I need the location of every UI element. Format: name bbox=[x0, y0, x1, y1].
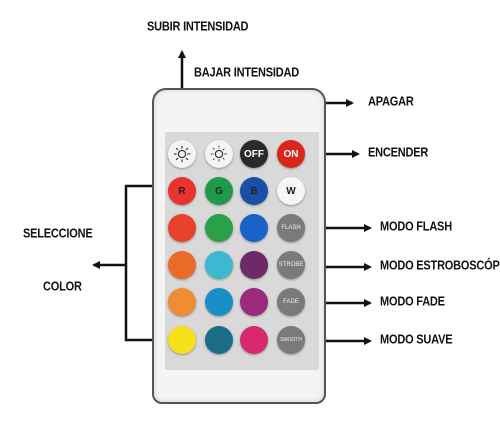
white-button[interactable]: W bbox=[277, 177, 305, 205]
w-label: W bbox=[286, 185, 296, 197]
fade-button-label: FADE bbox=[283, 299, 299, 305]
b-label: B bbox=[250, 185, 258, 197]
on-button[interactable]: ON bbox=[277, 140, 305, 168]
sun-brightness-up-icon bbox=[173, 145, 191, 163]
label-encender: ENCENDER bbox=[368, 146, 429, 160]
label-fade: MODO FADE bbox=[380, 295, 445, 309]
fade-button[interactable]: FADE bbox=[277, 288, 305, 316]
color-bracket bbox=[124, 184, 168, 342]
color-button[interactable] bbox=[205, 326, 233, 354]
g-label: G bbox=[215, 185, 223, 197]
color-button[interactable] bbox=[168, 326, 196, 354]
color-button[interactable] bbox=[240, 288, 268, 316]
color-button[interactable] bbox=[168, 288, 196, 316]
color-button[interactable] bbox=[240, 326, 268, 354]
smooth-button[interactable]: SMOOTH bbox=[277, 326, 305, 354]
label-subir: SUBIR INTENSIDAD bbox=[147, 20, 249, 34]
flash-button[interactable]: FLASH bbox=[277, 214, 305, 242]
off-label: OFF bbox=[244, 148, 264, 160]
sun-brightness-down-icon bbox=[210, 145, 228, 163]
blue-button[interactable]: B bbox=[240, 177, 268, 205]
label-strobe: MODO ESTROBOSCÓPICO bbox=[380, 259, 500, 273]
label-apagar: APAGAR bbox=[368, 95, 414, 109]
label-suave: MODO SUAVE bbox=[380, 333, 453, 347]
label-color: COLOR bbox=[43, 280, 82, 294]
label-seleccione: SELECCIONE bbox=[23, 227, 93, 241]
color-button[interactable] bbox=[240, 214, 268, 242]
color-button[interactable] bbox=[240, 251, 268, 279]
r-label: R bbox=[178, 185, 186, 197]
color-button[interactable] bbox=[168, 251, 196, 279]
off-button[interactable]: OFF bbox=[240, 140, 268, 168]
flash-button-label: FLASH bbox=[281, 225, 301, 231]
strobe-button[interactable]: STROBE bbox=[277, 251, 305, 279]
red-button[interactable]: R bbox=[168, 177, 196, 205]
label-flash: MODO FLASH bbox=[380, 220, 452, 234]
brightness-down-button[interactable] bbox=[205, 140, 233, 168]
color-button[interactable] bbox=[205, 251, 233, 279]
brightness-up-button[interactable] bbox=[168, 140, 196, 168]
color-button[interactable] bbox=[205, 288, 233, 316]
color-button[interactable] bbox=[168, 214, 196, 242]
strobe-button-label: STROBE bbox=[278, 262, 304, 268]
on-label: ON bbox=[283, 148, 299, 160]
smooth-button-label: SMOOTH bbox=[280, 337, 302, 343]
green-button[interactable]: G bbox=[205, 177, 233, 205]
color-button[interactable] bbox=[205, 214, 233, 242]
label-bajar: BAJAR INTENSIDAD bbox=[194, 66, 299, 80]
